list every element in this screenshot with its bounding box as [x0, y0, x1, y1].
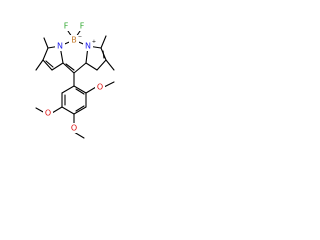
label-bg [61, 21, 71, 31]
methyl-bond [100, 35, 107, 49]
bond [42, 47, 49, 61]
methoxy-bond [85, 86, 97, 94]
fluorine-label-right: F [80, 22, 85, 31]
nitrogen-charge: + [92, 39, 96, 45]
boron-label: B [71, 36, 77, 45]
molecule-structure-diagram: F F B − N N + O O O [0, 0, 152, 152]
bond [96, 59, 107, 71]
bond [45, 60, 54, 68]
label-bg [95, 82, 105, 92]
oxygen-label-para: O [71, 124, 77, 133]
methoxy-bond [103, 81, 115, 88]
bond [73, 106, 87, 115]
boron-charge: − [78, 34, 82, 40]
atom-labels: F F B − N N + O O O [43, 21, 105, 133]
bond [75, 105, 85, 112]
oxygen-label-meta: O [45, 109, 51, 118]
bond [85, 62, 98, 71]
bond [102, 50, 105, 59]
methyl-bond [43, 37, 49, 49]
label-bg [43, 108, 53, 118]
nitrogen-label-right: N [85, 42, 91, 51]
bond [62, 62, 75, 74]
bond [51, 62, 64, 71]
bond [42, 59, 53, 71]
fluorine-label-left: F [64, 22, 69, 31]
methyl-bond [105, 59, 115, 71]
bond [75, 88, 85, 95]
label-bg [55, 41, 65, 51]
bodipy-structure-svg: F F B − N N + O O O [35, 21, 115, 139]
bond [61, 85, 75, 94]
label-bg [69, 123, 79, 133]
nitrogen-label-left: N [57, 42, 63, 51]
methoxy-bond [51, 106, 63, 114]
bond [73, 62, 87, 74]
oxygen-label-ortho: O [97, 83, 103, 92]
label-bg [69, 35, 79, 45]
bond [73, 85, 87, 94]
label-bg [77, 21, 87, 31]
bond [65, 63, 75, 71]
bond [61, 106, 75, 115]
methyl-bond [35, 59, 44, 71]
label-bg [83, 41, 93, 51]
